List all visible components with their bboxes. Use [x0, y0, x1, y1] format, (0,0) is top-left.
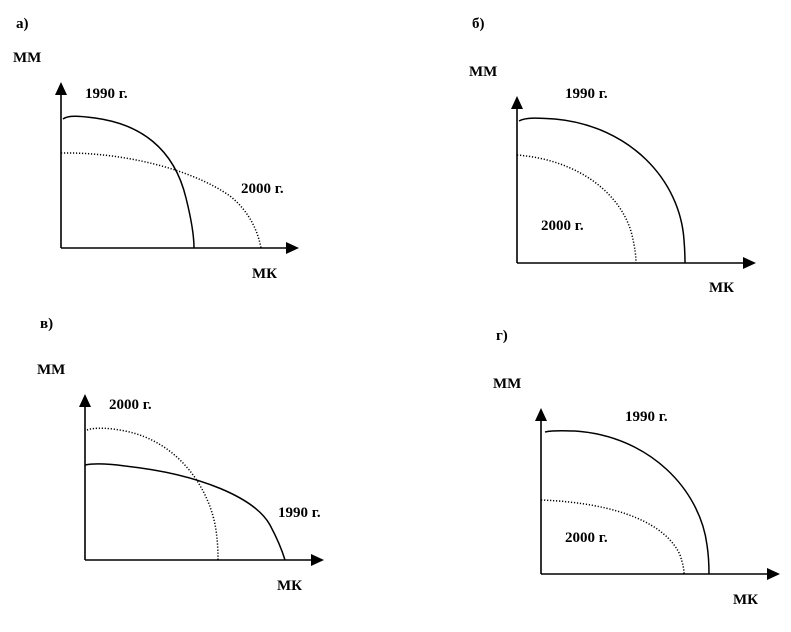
panel-v-curve-1990 — [84, 463, 286, 561]
panel-v-x-axis-label: МК — [277, 578, 302, 594]
panel-v: в) ММ 2000 г. 1990 г. МК — [37, 316, 324, 594]
panel-a-curve-2000 — [60, 152, 262, 249]
panel-b-label-1990: 1990 г. — [565, 86, 608, 102]
panel-b-curve-2000 — [516, 154, 637, 264]
panel-a-label-2000: 2000 г. — [241, 181, 284, 197]
panel-a: а) ММ 1990 г. 2000 г. МК — [13, 16, 299, 282]
panel-b-y-axis-label: ММ — [469, 64, 497, 80]
panel-b-y-arrow — [511, 96, 523, 109]
panel-g-curve-1990 — [544, 430, 710, 575]
panel-g-label-2000: 2000 г. — [565, 530, 608, 546]
panel-b-label-2000: 2000 г. — [541, 218, 584, 234]
panel-b: б) ММ 1990 г. 2000 г. МК — [469, 16, 756, 296]
panel-v-letter: в) — [40, 316, 53, 332]
panel-a-x-axis-label: МК — [252, 266, 277, 282]
panel-g-curve-2000 — [540, 499, 685, 575]
panel-v-y-axis-label: ММ — [37, 362, 65, 378]
panel-a-y-arrow — [55, 82, 67, 95]
panel-g-label-1990: 1990 г. — [625, 409, 668, 425]
panel-b-x-axis-label: МК — [709, 280, 734, 296]
panel-v-curve-2000 — [86, 427, 219, 561]
panel-a-letter: а) — [16, 16, 29, 32]
panel-g-x-arrow — [767, 568, 780, 580]
panel-v-x-arrow — [311, 554, 324, 566]
panel-g-y-arrow — [535, 408, 547, 421]
panel-g-letter: г) — [496, 328, 508, 344]
panel-b-curve-1990 — [518, 117, 686, 264]
panel-a-curve-1990 — [62, 115, 195, 249]
panel-v-y-arrow — [79, 394, 91, 407]
panel-g-y-axis-label: ММ — [493, 376, 521, 392]
panel-v-label-2000: 2000 г. — [109, 397, 152, 413]
panel-b-x-arrow — [743, 257, 756, 269]
panel-a-y-axis-label: ММ — [13, 50, 41, 66]
panel-b-letter: б) — [472, 16, 485, 32]
panel-v-label-1990: 1990 г. — [278, 505, 321, 521]
panel-a-x-arrow — [286, 242, 299, 254]
panel-a-label-1990: 1990 г. — [85, 86, 128, 102]
panel-g-x-axis-label: МК — [733, 592, 758, 608]
panel-g: г) ММ 1990 г. 2000 г. МК — [493, 328, 780, 608]
